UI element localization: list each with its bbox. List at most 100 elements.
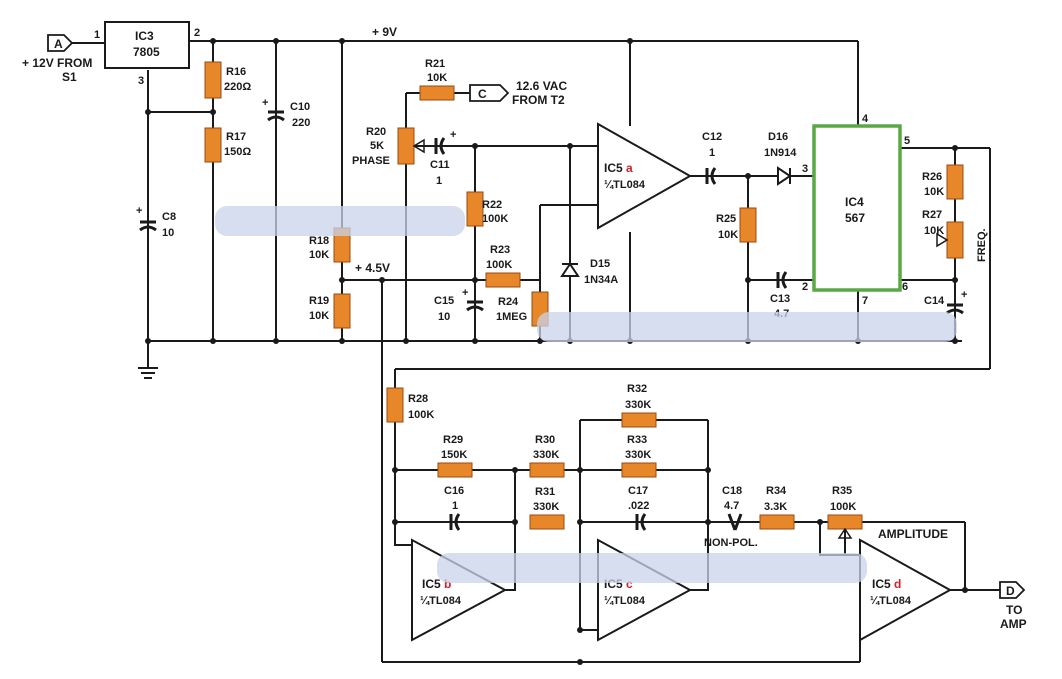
svg-text:FROM T2: FROM T2 [512,93,565,107]
svg-text:100K: 100K [486,259,512,271]
svg-text:PHASE: PHASE [352,155,390,167]
svg-text:R35: R35 [832,485,852,497]
svg-text:R18: R18 [309,235,329,247]
svg-text:IC5 d: IC5 d [872,577,901,591]
svg-text:C17: C17 [628,485,648,497]
diode-d15: D15 1N34A [560,258,618,286]
svg-text:A: A [54,37,63,51]
connector-c: C 12.6 VAC FROM T2 [469,79,567,107]
svg-text:+: + [450,129,456,141]
svg-text:IC5 b: IC5 b [422,577,451,591]
svg-text:330K: 330K [533,501,559,513]
svg-text:1N914: 1N914 [764,147,797,159]
svg-text:10K: 10K [309,310,329,322]
svg-text:R24: R24 [498,296,519,308]
capacitor-c15: + C15 10 [434,287,484,323]
svg-text:10K: 10K [924,225,944,237]
svg-text:C10: C10 [290,101,310,113]
resistor-r23: R23 100K [485,244,521,288]
svg-text:C11: C11 [430,159,450,171]
svg-text:¼TL084: ¼TL084 [604,595,646,607]
svg-text:¼TL084: ¼TL084 [870,595,912,607]
svg-text:D: D [1006,584,1015,598]
supply-4v5-label: + 4.5V [355,261,390,275]
svg-text:7805: 7805 [133,45,160,59]
resistor-r26: R26 10K [922,164,964,200]
svg-text:567: 567 [845,211,865,225]
resistor-r33: R33 330K [621,434,657,478]
resistor-r28: R28 100K [386,387,434,423]
svg-text:+: + [136,205,142,217]
supply-9v-label: + 9V [372,25,397,39]
svg-text:4: 4 [862,113,869,125]
svg-text:6: 6 [902,281,908,293]
svg-text:R21: R21 [425,58,445,70]
svg-text:330K: 330K [625,449,651,461]
potentiometer-r27: R27 10K FREQ. [922,209,988,262]
capacitor-c16: C16 1 [444,485,464,531]
resistor-r30: R30 330K [529,434,565,478]
svg-text:¼TL084: ¼TL084 [420,595,462,607]
svg-text:5: 5 [904,135,910,147]
capacitor-c10: + C10 220 [262,97,310,129]
svg-text:150K: 150K [441,449,467,461]
svg-text:IC5 a: IC5 a [604,161,633,175]
capacitor-c17: C17 .022 [628,485,649,531]
resistor-r34: R34 3.3K [759,485,795,530]
opamp-ic5a: IC5 a ¼TL084 [597,122,693,230]
connector-d: D TO AMP [999,581,1027,631]
svg-text:C12: C12 [702,131,722,143]
svg-text:+: + [462,287,468,299]
svg-text:10: 10 [438,311,450,323]
capacitor-c14: + C14 [924,289,967,315]
svg-text:7: 7 [862,295,868,307]
capacitor-c18: C18 4.7 NON-POL. [704,485,758,549]
diode-d16: D16 1N914 [764,131,797,186]
svg-text:C13: C13 [770,293,790,305]
svg-text:R30: R30 [535,434,555,446]
watermark-smear [215,206,957,583]
svg-text:1: 1 [452,500,458,512]
svg-text:100K: 100K [482,213,508,225]
svg-text:100K: 100K [408,409,434,421]
svg-text:220: 220 [292,117,310,129]
svg-text:R34: R34 [766,485,787,497]
resistor-r31: R31 330K [529,486,565,530]
resistor-r29: R29 150K [437,434,473,478]
capacitor-c11: + C11 1 [430,129,456,187]
svg-text:C15: C15 [434,295,454,307]
svg-text:2: 2 [802,281,808,293]
resistor-r19: R19 10K [309,293,351,329]
svg-text:C14: C14 [924,295,945,307]
svg-text:10K: 10K [718,229,738,241]
ground-icon [138,367,158,379]
svg-text:+ 12V FROM: + 12V FROM [22,56,92,70]
svg-text:R28: R28 [408,393,428,405]
svg-text:D15: D15 [590,258,610,270]
svg-text:TO: TO [1006,603,1022,617]
ic3-regulator: IC3 7805 1 2 3 [94,21,200,87]
svg-text:.022: .022 [628,500,649,512]
connector-a: A + 12V FROM S1 [22,34,92,84]
svg-text:D16: D16 [768,131,788,143]
resistor-r22: R22 100K [466,191,508,227]
svg-text:10: 10 [162,227,174,239]
svg-text:1: 1 [94,29,100,41]
svg-text:R33: R33 [627,434,647,446]
opamp-ic5d: IC5 d ¼TL084 [859,538,953,642]
svg-text:330K: 330K [533,449,559,461]
svg-text:¼TL084: ¼TL084 [604,179,646,191]
svg-text:10K: 10K [309,249,329,261]
resistor-r21: R21 10K [419,58,455,101]
svg-text:R29: R29 [443,434,463,446]
svg-text:330K: 330K [625,399,651,411]
svg-text:3: 3 [138,75,144,87]
svg-text:R31: R31 [535,486,555,498]
ic4-tone-decoder: IC4 567 3 4 5 6 2 7 [802,113,910,307]
capacitor-c8: + C8 10 [136,205,176,239]
opamp-ic5b: IC5 b ¼TL084 [411,538,508,642]
svg-text:12.6 VAC: 12.6 VAC [516,79,567,93]
svg-text:1N34A: 1N34A [584,274,618,286]
svg-text:R27: R27 [922,209,942,221]
